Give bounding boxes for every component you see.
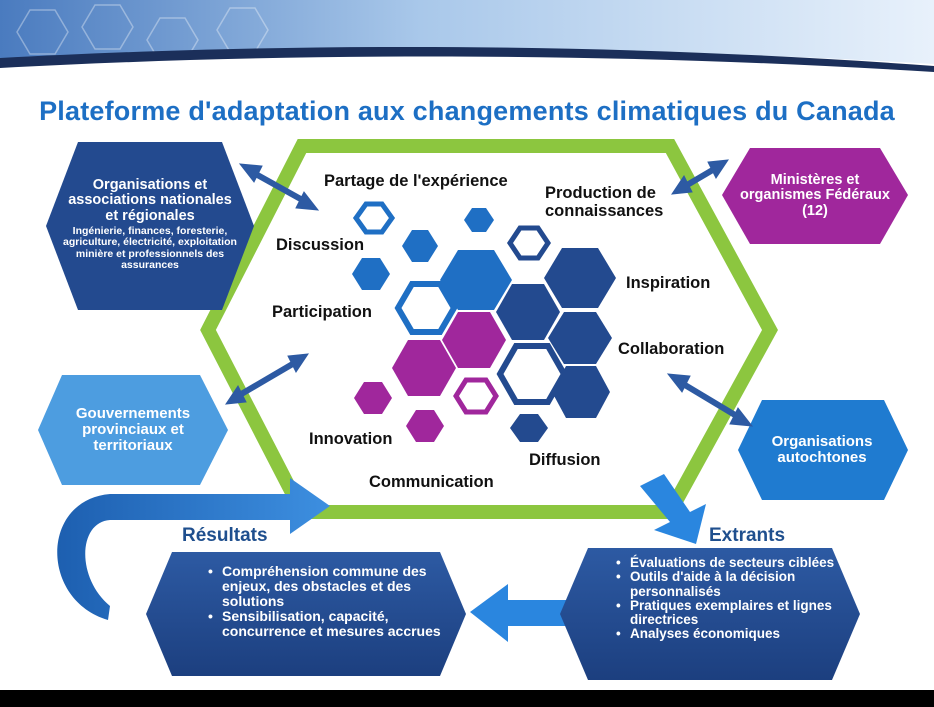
bottom-bar <box>0 690 934 707</box>
extrants-item: Analyses économiques <box>616 627 850 642</box>
word-diffusion: Diffusion <box>529 451 601 469</box>
national-orgs-title: Organisations et associations nationales… <box>68 177 232 224</box>
indigenous-label: Organisations autochtones <box>771 433 873 466</box>
word-production: Production de connaissances <box>545 184 664 221</box>
page-title: Plateforme d'adaptation aux changements … <box>39 96 895 126</box>
national-orgs-subtitle: Ingénierie, finances, foresterie, agricu… <box>63 224 237 272</box>
down-arrow-extrants <box>640 474 706 544</box>
left-arrow-results <box>470 584 600 642</box>
double-arrow-federal <box>670 159 730 195</box>
federal-label: Ministères et organismes Fédéraux (12) <box>740 172 890 219</box>
provincial-label: Gouvernements provinciaux et territoriau… <box>75 405 191 454</box>
double-arrow-national <box>238 163 320 211</box>
word-communication: Communication <box>369 473 494 491</box>
resultats-list: Compréhension commune des enjeux, des ob… <box>206 563 442 640</box>
indigenous-hexagon <box>738 400 908 500</box>
word-participation: Participation <box>272 303 372 321</box>
extrants-item: Outils d'aide à la décision personnalisé… <box>616 570 850 599</box>
national-orgs-label: Organisations et associations nationales… <box>60 150 240 300</box>
header-banner <box>0 0 934 92</box>
extrants-item: Évaluations de secteurs ciblées <box>616 555 850 570</box>
word-discussion: Discussion <box>276 236 365 254</box>
loop-arrow <box>57 478 330 620</box>
extrants-item: Pratiques exemplaires et lignes directri… <box>616 598 850 628</box>
extrants-list: Évaluations de secteurs ciblées Outils d… <box>614 555 850 642</box>
extrants-heading: Extrants <box>709 525 786 546</box>
word-collaboration: Collaboration <box>618 340 725 358</box>
double-arrow-provincial <box>224 353 310 405</box>
provincial-hexagon <box>38 375 228 485</box>
word-inspiration: Inspiration <box>626 274 711 292</box>
hexagon-cluster <box>352 201 616 442</box>
national-orgs-hexagon <box>46 142 254 310</box>
word-partage: Partage de l'expérience <box>324 172 508 190</box>
double-arrow-indigenous <box>666 373 754 427</box>
resultats-heading: Résultats <box>182 525 268 546</box>
word-innovation: Innovation <box>309 430 393 448</box>
federal-hexagon <box>722 148 908 244</box>
resultats-item: Compréhension commune des enjeux, des ob… <box>208 563 442 609</box>
resultats-item: Sensibilisation, capacité, concurrence e… <box>208 609 442 639</box>
